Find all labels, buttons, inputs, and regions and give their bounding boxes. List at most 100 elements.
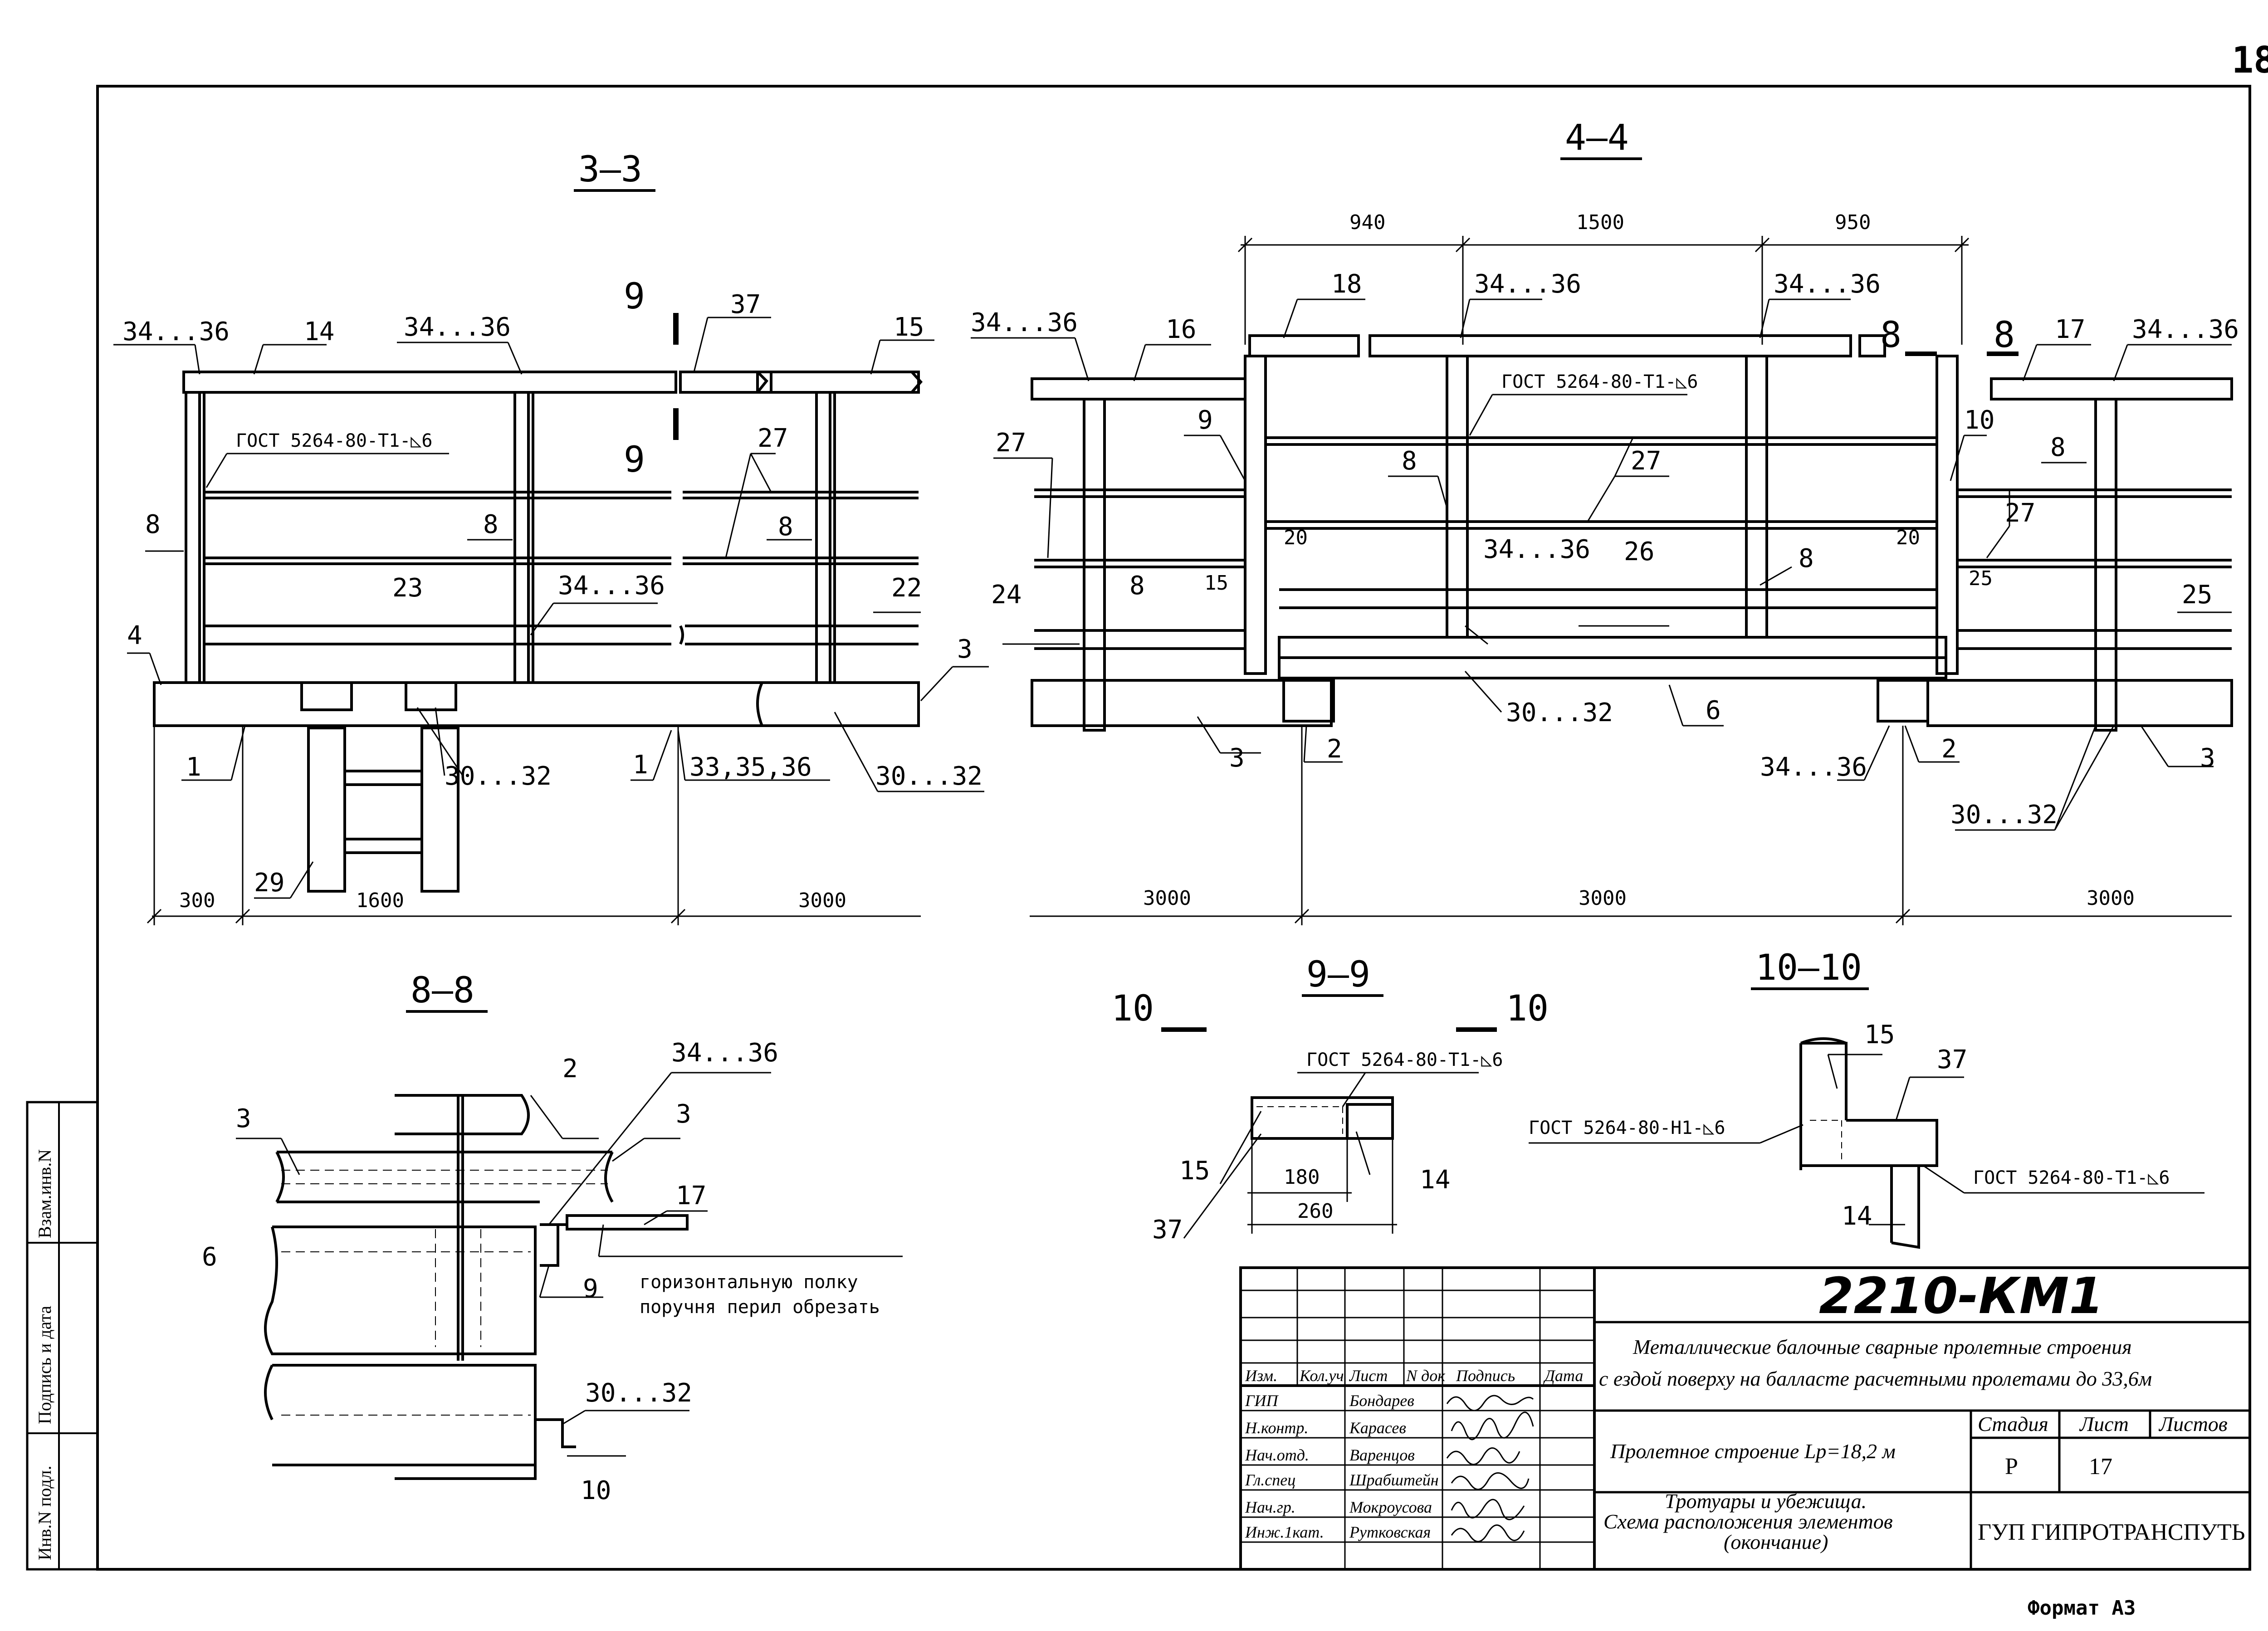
project-line-1: Металлические балочные сварные пролетные… <box>1633 1335 2132 1358</box>
label-3-3-c: 34...36 <box>404 313 511 342</box>
label-4-4-h: 27 <box>996 428 1026 458</box>
sheet-number: 17 <box>2089 1454 2112 1480</box>
dim-3-3-300: 300 <box>179 889 215 912</box>
cut-mark-8-a: 8 <box>1880 315 1901 356</box>
handrail-3-3 <box>153 371 923 893</box>
label-4-4-d: 34...36 <box>1474 269 1581 299</box>
label-4-4-x: 25 <box>2182 580 2212 610</box>
weld-note-10-10-right: ГОСТ 5264-80-Т1-◺6 <box>1973 1167 2170 1188</box>
side-stamp-inv: Инв.N подл. <box>34 1465 55 1560</box>
sheet-header: Лист <box>2079 1412 2129 1436</box>
weld-note-3-3: ГОСТ 5264-80-Т1-◺6 <box>236 430 432 451</box>
section-4-4: 4–4 940 1500 950 <box>971 117 2239 925</box>
label-4-4-p: 26 <box>1624 537 1654 566</box>
label-4-4-q: 20 <box>1896 526 1920 549</box>
label-8-8-i: 10 <box>581 1476 611 1505</box>
label-8-8-h: 30...32 <box>585 1378 692 1408</box>
label-8-8-a: 34...36 <box>671 1038 778 1068</box>
drawing-code: 2210-КМ1 <box>1819 1267 2104 1325</box>
name-1: Бондарев <box>1349 1392 1414 1410</box>
section-9-9: 9–9 10 10 ГОСТ 5264-80-Т1-◺6 15 14 37 <box>1111 954 1549 1245</box>
label-4-4-ab: 2 <box>1327 734 1342 764</box>
section-8-8-title: 8–8 <box>411 970 474 1011</box>
label-4-4-i: 9 <box>1198 405 1213 435</box>
label-4-4-s: 15 <box>1204 571 1228 595</box>
label-4-4-aa: 3 <box>1229 743 1245 773</box>
side-stamp-replace: Взам.инв.N <box>34 1149 55 1238</box>
signatures <box>1446 1395 1534 1543</box>
label-4-4-y: 30...32 <box>1506 698 1613 728</box>
col-header-sign: Подпись <box>1456 1367 1515 1385</box>
section-8-8: 8–8 <box>202 970 903 1505</box>
dim-9-9-260: 260 <box>1297 1200 1333 1223</box>
role-1: ГИП <box>1245 1392 1279 1410</box>
cut-mark-10-left: 10 <box>1111 988 1154 1029</box>
role-3: Нач.отд. <box>1245 1446 1309 1464</box>
name-2: Карасев <box>1349 1419 1406 1437</box>
label-3-3-m: 22 <box>891 573 922 603</box>
dim-4-4-1500: 1500 <box>1576 211 1624 234</box>
label-3-3-n: 4 <box>127 621 142 650</box>
col-header-ndok: N док <box>1406 1367 1446 1385</box>
label-3-3-q: 30...32 <box>445 762 552 791</box>
note-8-8-1: горизонтальную полку <box>640 1272 858 1293</box>
label-4-4-v: 8 <box>1129 571 1145 601</box>
label-3-3-d: 37 <box>730 290 761 319</box>
label-3-3-g: 8 <box>145 510 161 539</box>
dim-4-4-3000-a: 3000 <box>1143 887 1191 910</box>
label-4-4-b: 16 <box>1166 315 1196 344</box>
label-4-4-af: 30...32 <box>1950 800 2058 830</box>
label-3-3-t: 30...32 <box>875 762 982 791</box>
sheet-title-3: (окончание) <box>1724 1530 1828 1553</box>
note-8-8-2: поручня перил обрезать <box>640 1297 880 1318</box>
label-4-4-w: 8 <box>1799 544 1814 573</box>
format-label: Формат А3 <box>2028 1597 2136 1620</box>
weld-note-9-9: ГОСТ 5264-80-Т1-◺6 <box>1306 1050 1503 1070</box>
label-3-3-s: 33,35,36 <box>689 752 812 782</box>
label-4-4-o: 34...36 <box>1483 535 1590 564</box>
dim-3-3-3000: 3000 <box>798 889 846 912</box>
weld-note-10-10-left: ГОСТ 5264-80-Н1-◺6 <box>1529 1118 1725 1138</box>
object-name: Пролетное строение Lр=18,2 м <box>1610 1440 1896 1463</box>
label-8-8-g: 9 <box>583 1274 598 1304</box>
label-4-4-r: 27 <box>2005 498 2035 528</box>
label-3-3-j: 8 <box>778 512 793 542</box>
label-3-3-p: 1 <box>186 752 201 782</box>
label-3-3-l: 34...36 <box>558 571 665 601</box>
label-10-10-c: 14 <box>1842 1201 1872 1231</box>
label-4-4-z: 6 <box>1706 696 1721 725</box>
weld-note-4-4: ГОСТ 5264-80-Т1-◺6 <box>1501 371 1698 392</box>
section-10-10-title: 10–10 <box>1755 947 1862 988</box>
label-4-4-m: 8 <box>2050 433 2066 462</box>
stage-value: Р <box>2005 1454 2018 1480</box>
label-3-3-k: 23 <box>392 573 423 603</box>
stage-header: Стадия <box>1978 1412 2048 1436</box>
col-header-koluch: Кол.уч <box>1299 1367 1344 1385</box>
cut-mark-9-bottom: 9 <box>624 439 645 480</box>
label-4-4-l: 10 <box>1964 405 1994 435</box>
label-3-3-e: 15 <box>894 313 924 342</box>
label-8-8-e: 17 <box>676 1181 706 1211</box>
label-4-4-t: 25 <box>1969 567 1993 590</box>
label-10-10-a: 15 <box>1864 1020 1895 1050</box>
cut-mark-8-b: 8 <box>1994 315 2015 356</box>
label-4-4-ad: 2 <box>1941 734 1957 764</box>
section-4-4-title: 4–4 <box>1565 117 1629 158</box>
label-4-4-u: 24 <box>991 580 1022 610</box>
label-9-9-c: 37 <box>1152 1215 1183 1245</box>
dim-9-9-180: 180 <box>1284 1166 1320 1189</box>
label-3-3-b: 14 <box>304 317 334 347</box>
sheets-header: Листов <box>2158 1412 2228 1436</box>
section-3-3: 3–3 <box>113 149 989 925</box>
cut-mark-9-top: 9 <box>624 276 645 317</box>
col-header-date: Дата <box>1543 1367 1583 1385</box>
label-3-3-a: 34...36 <box>122 317 230 347</box>
label-4-4-f: 17 <box>2055 315 2085 344</box>
label-8-8-f: 6 <box>202 1242 217 1272</box>
structure-4-4 <box>1031 334 2233 732</box>
project-line-2: с ездой поверху на балласте расчетными п… <box>1599 1367 2152 1390</box>
label-3-3-u: 29 <box>254 868 284 898</box>
label-3-3-r: 1 <box>633 750 648 780</box>
label-4-4-g: 34...36 <box>2132 315 2239 344</box>
